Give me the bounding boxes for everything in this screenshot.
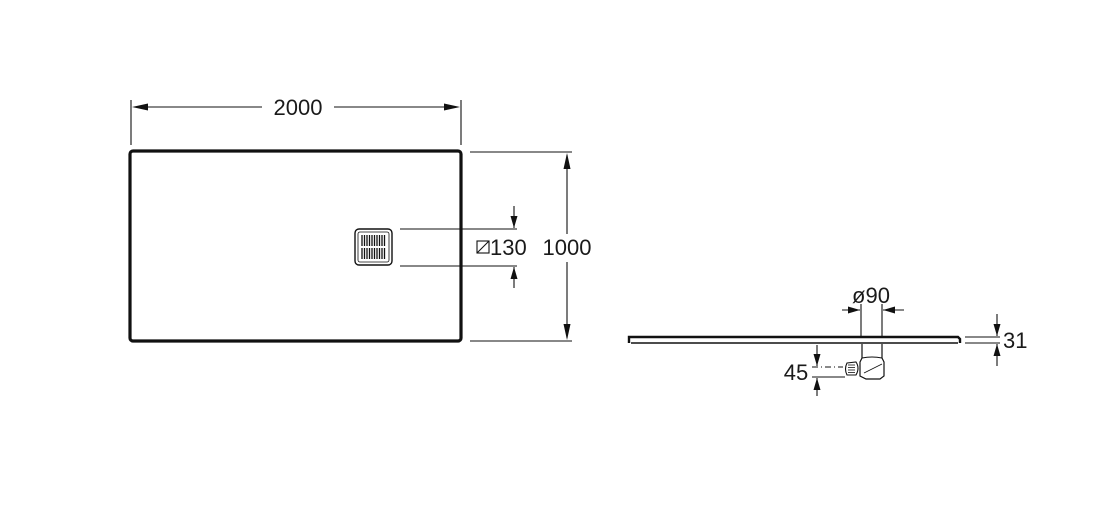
drain-dimension: 130 (400, 206, 527, 288)
tray-height-dimension: 31 (965, 314, 1027, 366)
diameter-symbol: ø (852, 283, 865, 308)
drain-grate-icon (354, 228, 393, 266)
arrow-down-icon (510, 216, 518, 228)
outlet-diameter-dimension: ø90 (842, 283, 904, 336)
outlet-diameter-value: 90 (865, 283, 889, 308)
arrow-right-icon (848, 306, 860, 314)
tray-outline-top (128, 149, 463, 343)
length-dimension: 2000 (130, 95, 462, 145)
arrow-left-icon (132, 103, 148, 111)
drain-outlet-icon (844, 344, 885, 380)
arrow-up-icon (563, 153, 571, 169)
arrow-right-icon (444, 103, 460, 111)
arrow-down-icon (993, 324, 1001, 336)
arrow-up-icon (510, 267, 518, 279)
width-dimension: 1000 (470, 151, 592, 342)
outlet-diameter-label: ø90 (852, 283, 890, 308)
drain-label: 130 (490, 235, 527, 260)
width-label: 1000 (543, 235, 592, 260)
square-diameter-icon (476, 240, 490, 254)
arrow-left-icon (883, 306, 895, 314)
arrow-up-icon (813, 378, 821, 390)
outlet-height-label: 45 (784, 360, 808, 385)
tray-profile-side (627, 335, 962, 344)
outlet-height-dimension: 45 (784, 345, 845, 396)
length-label: 2000 (274, 95, 323, 120)
arrow-down-icon (813, 354, 821, 366)
top-view: 2000 1000 130 (128, 95, 592, 343)
tray-height-label: 31 (1003, 328, 1027, 353)
arrow-down-icon (563, 324, 571, 340)
arrow-up-icon (993, 344, 1001, 356)
side-view: ø90 31 45 (627, 283, 1027, 396)
